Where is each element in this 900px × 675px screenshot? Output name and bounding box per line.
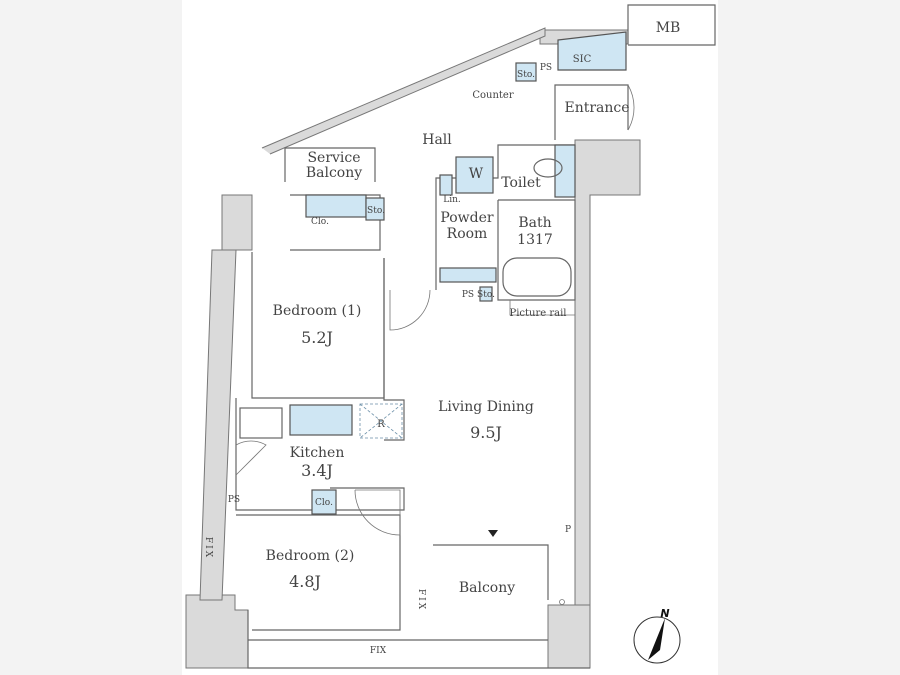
- label-sic: SIC: [573, 54, 592, 65]
- label-balcony: Balcony: [459, 580, 515, 596]
- toilet-storage: [554, 144, 576, 198]
- room-labels: MB SIC Sto. PS Counter Entrance Hall Ser…: [203, 20, 680, 656]
- label-sto-bed1: Sto.: [367, 206, 385, 216]
- label-hall: Hall: [422, 132, 452, 148]
- label-living: Living Dining: [438, 399, 534, 415]
- label-clo-1: Clo.: [311, 217, 329, 227]
- entry-marker: [488, 530, 498, 537]
- north-compass-icon: N: [633, 607, 681, 664]
- label-kitchen-area: 3.4J: [301, 461, 333, 480]
- label-lin: Lin.: [443, 195, 461, 205]
- label-bedroom2: Bedroom (2): [266, 548, 355, 564]
- fixtures: [235, 84, 635, 605]
- label-bedroom1: Bedroom (1): [273, 303, 362, 319]
- label-ps-bath: PS: [462, 290, 474, 300]
- sto-bedroom1: [365, 197, 385, 221]
- label-bath: Bath: [518, 215, 551, 231]
- sto-bath: [479, 286, 493, 302]
- clo-bedroom2: [311, 489, 337, 515]
- label-counter: Counter: [472, 90, 513, 101]
- label-bath-size: 1317: [517, 232, 553, 248]
- label-powder-1: Powder: [440, 210, 494, 226]
- label-fix-bottom: FIX: [370, 646, 387, 656]
- lin-shelf: [439, 174, 453, 196]
- label-w: W: [469, 166, 484, 182]
- door-swing: [389, 289, 431, 331]
- w-laundry: [455, 156, 494, 194]
- label-north: N: [660, 607, 669, 620]
- label-entrance: Entrance: [564, 100, 629, 116]
- label-bedroom2-area: 4.8J: [289, 572, 321, 591]
- clo-bedroom1: [305, 194, 367, 218]
- label-mb: MB: [656, 20, 681, 36]
- label-living-area: 9.5J: [470, 423, 502, 442]
- label-ps-entrance: PS: [540, 63, 552, 73]
- label-sto-entrance: Sto.: [517, 70, 535, 80]
- bathtub: [502, 257, 572, 297]
- door-swing-kitchen: [235, 440, 267, 476]
- label-sto-bath: Sto.: [477, 290, 495, 300]
- label-fix-mid: FIX: [416, 589, 426, 611]
- label-toilet: Toilet: [501, 175, 541, 191]
- plan-sheet: [182, 0, 718, 675]
- label-ps-kitchen: PS: [228, 495, 240, 505]
- label-picture-rail: Picture rail: [509, 308, 566, 319]
- label-fridge: R: [377, 419, 385, 430]
- fridge-space: [359, 403, 403, 439]
- label-service-balcony-2: Balcony: [306, 165, 362, 181]
- label-clo-2: Clo.: [315, 498, 333, 508]
- sic-closet: [557, 31, 627, 71]
- label-kitchen: Kitchen: [290, 445, 345, 461]
- label-p: P: [565, 525, 571, 535]
- sink-counter: [289, 404, 353, 436]
- label-powder-2: Room: [447, 226, 488, 242]
- vanity: [439, 267, 497, 283]
- sto-entrance: [515, 62, 537, 82]
- storage-areas: [289, 31, 627, 515]
- entrance-door-swing: [627, 84, 635, 131]
- door-swing-bedroom2: [354, 489, 401, 536]
- label-fix-left: FIX: [203, 537, 213, 559]
- stove: [239, 407, 283, 439]
- drain: [559, 599, 565, 605]
- toilet-bowl: [533, 158, 563, 178]
- label-service-balcony-1: Service: [307, 150, 360, 166]
- interior-walls: [235, 4, 716, 669]
- label-bedroom1-area: 5.2J: [301, 328, 333, 347]
